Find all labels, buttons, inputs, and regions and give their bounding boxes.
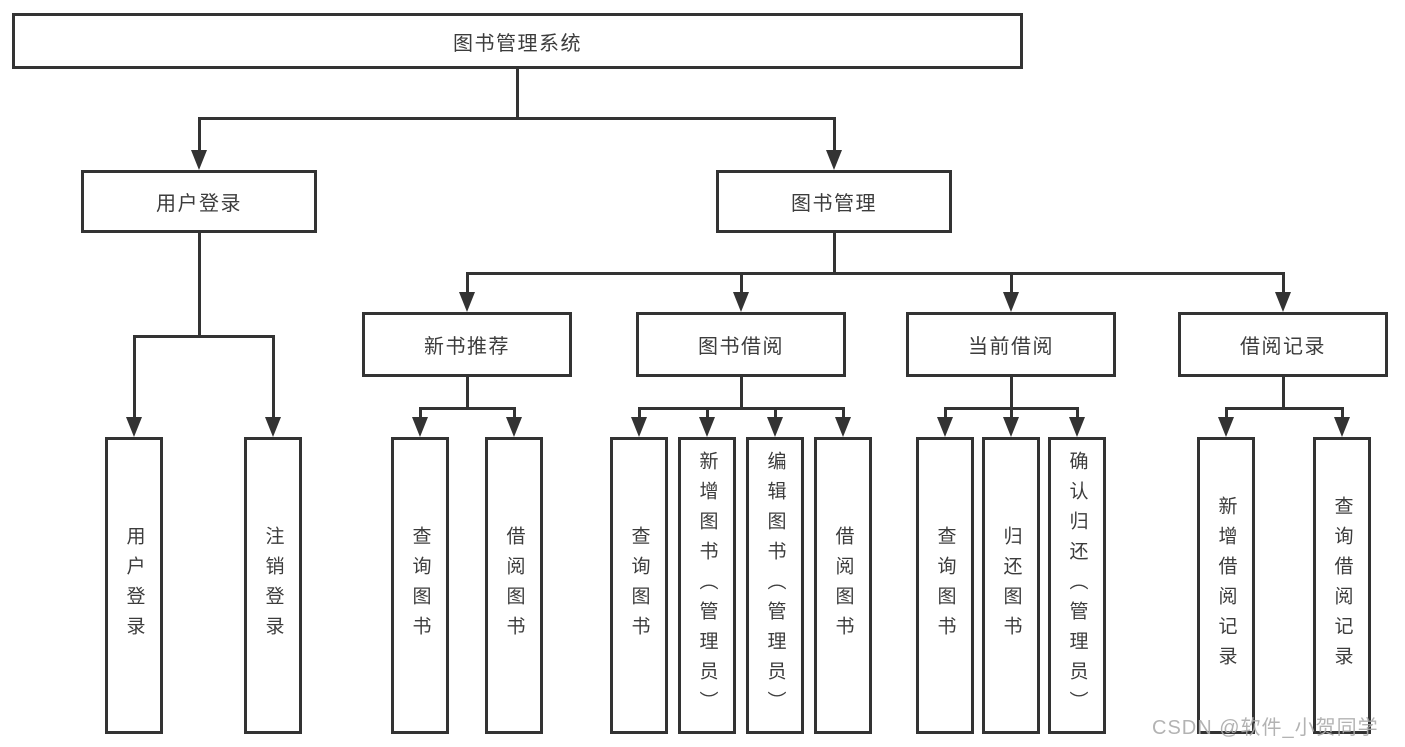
arrowhead-down-icon [126,417,142,437]
node-label: 查询图书 [628,525,650,646]
leaf-borrow-book-2: 借阅图书 [814,437,872,734]
arrowhead-down-icon [699,417,715,437]
arrowhead-down-icon [412,417,428,437]
leaf-query-book-1: 查询图书 [391,437,449,734]
connector-vline [132,335,136,418]
node-label: 用户登录 [156,193,242,215]
connector-vline [1009,407,1013,418]
leaf-add-book-admin: 新增图书（管理员） [678,437,736,734]
leaf-confirm-return-admin: 确认归还（管理员） [1048,437,1106,734]
connector-vline [418,407,422,418]
connector-vline [637,407,641,418]
connector-hline [637,406,845,410]
arrowhead-down-icon [826,150,842,170]
arrowhead-down-icon [631,417,647,437]
node-label: 借阅图书 [832,525,854,646]
node-label: 当前借阅 [968,336,1054,358]
connector-vline [197,117,201,151]
node-label: 确认归还（管理员） [1066,450,1088,721]
connector-hline [1224,406,1344,410]
arrowhead-down-icon [1003,417,1019,437]
connector-vline [1340,407,1344,418]
node-label: 借阅图书 [503,525,525,646]
connector-vline [1009,272,1013,293]
connector-vline [1009,377,1013,409]
arrowhead-down-icon [835,417,851,437]
watermark: CSDN @软件_小贺同学 [1152,717,1379,739]
connector-vline [832,117,836,151]
node-user-login: 用户登录 [81,170,317,233]
connector-vline [197,233,201,337]
connector-vline [739,272,743,293]
node-label: 借阅记录 [1240,336,1326,358]
connector-hline [132,334,275,338]
node-label: 新增图书（管理员） [696,450,718,721]
leaf-edit-book-admin: 编辑图书（管理员） [746,437,804,734]
node-label: 查询借阅记录 [1331,495,1353,676]
leaf-logout: 注销登录 [244,437,302,734]
node-label: 查询图书 [409,525,431,646]
connector-vline [773,407,777,418]
leaf-query-borrow-record: 查询借阅记录 [1313,437,1371,734]
connector-vline [512,407,516,418]
connector-vline [739,377,743,409]
arrowhead-down-icon [459,292,475,312]
node-book-borrow: 图书借阅 [636,312,846,377]
arrowhead-down-icon [937,417,953,437]
node-book-management: 图书管理 [716,170,952,233]
node-label: 归还图书 [1000,525,1022,646]
node-label: 图书管理 [791,193,877,215]
node-label: 图书管理系统 [453,32,582,55]
leaf-query-book-2: 查询图书 [610,437,668,734]
connector-vline [705,407,709,418]
leaf-query-book-3: 查询图书 [916,437,974,734]
connector-hline [465,271,1285,275]
node-borrow-records: 借阅记录 [1178,312,1388,377]
connector-vline [1281,377,1285,409]
arrowhead-down-icon [265,417,281,437]
node-label: 用户登录 [123,525,145,646]
node-label: 图书借阅 [698,336,784,358]
connector-vline [515,69,519,118]
connector-vline [1224,407,1228,418]
arrowhead-down-icon [1218,417,1234,437]
connector-vline [465,272,469,293]
leaf-return-book: 归还图书 [982,437,1040,734]
node-label: 查询图书 [934,525,956,646]
leaf-add-borrow-record: 新增借阅记录 [1197,437,1255,734]
connector-vline [1075,407,1079,418]
node-library-system: 图书管理系统 [12,13,1023,69]
arrowhead-down-icon [733,292,749,312]
node-label: 新书推荐 [424,336,510,358]
arrowhead-down-icon [1003,292,1019,312]
connector-vline [1281,272,1285,293]
node-current-borrow: 当前借阅 [906,312,1116,377]
connector-vline [465,377,469,409]
arrowhead-down-icon [767,417,783,437]
connector-vline [832,233,836,274]
connector-vline [271,335,275,418]
connector-hline [197,116,836,120]
connector-vline [943,407,947,418]
node-label: 新增借阅记录 [1215,495,1237,676]
arrowhead-down-icon [1069,417,1085,437]
leaf-borrow-book-1: 借阅图书 [485,437,543,734]
connector-hline [418,406,516,410]
arrowhead-down-icon [1275,292,1291,312]
node-new-book-recommend: 新书推荐 [362,312,572,377]
connector-vline [841,407,845,418]
arrowhead-down-icon [191,150,207,170]
leaf-user-login: 用户登录 [105,437,163,734]
arrowhead-down-icon [1334,417,1350,437]
node-label: 注销登录 [262,525,284,646]
node-label: 编辑图书（管理员） [764,450,786,721]
arrowhead-down-icon [506,417,522,437]
